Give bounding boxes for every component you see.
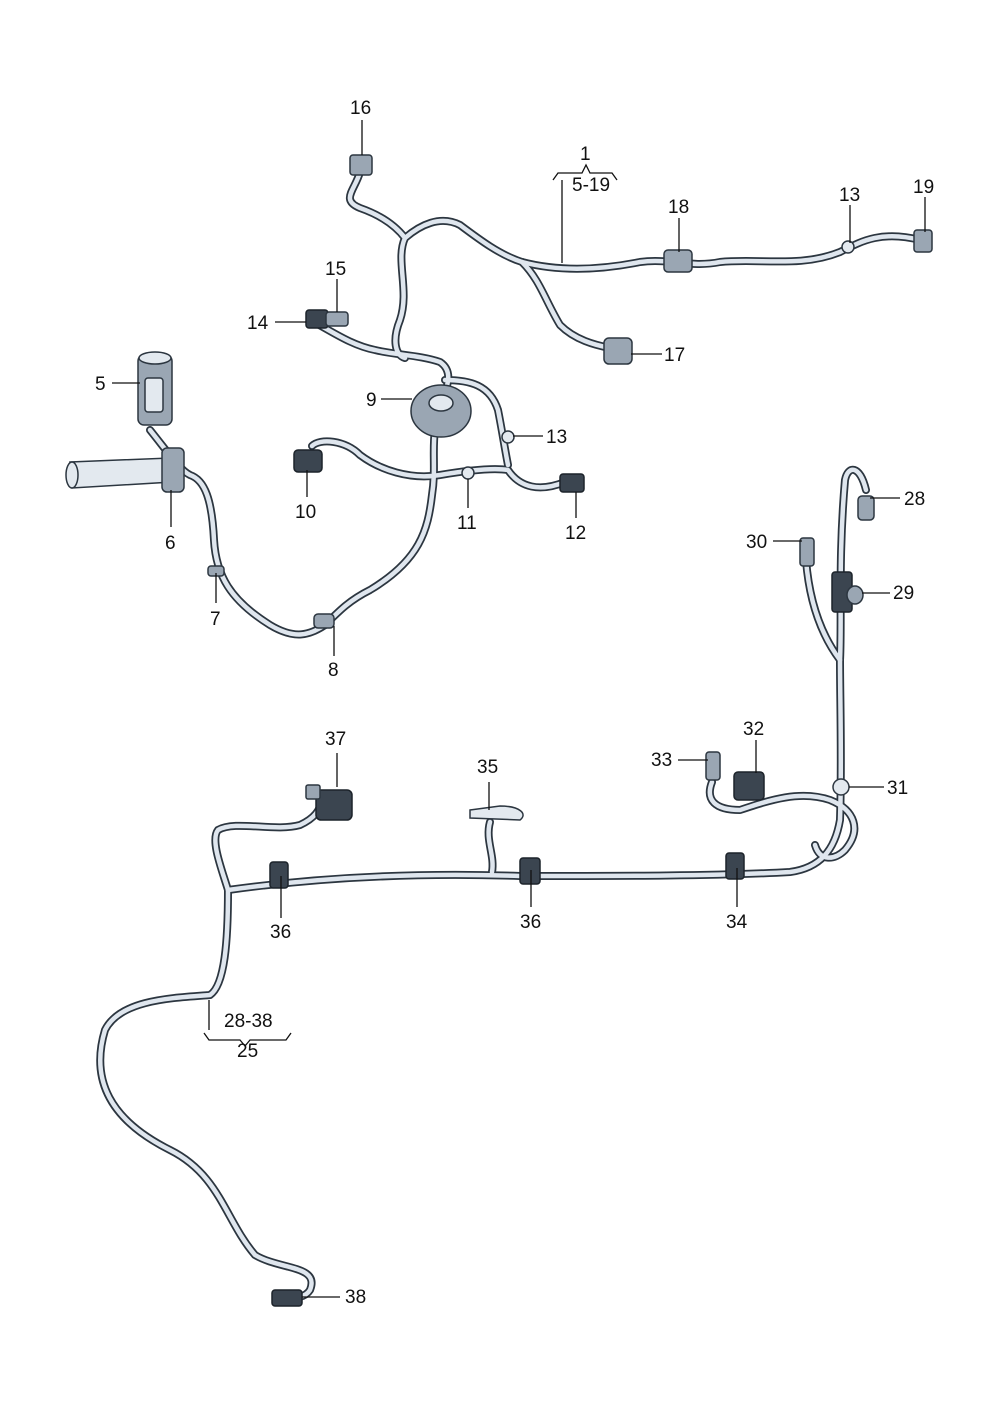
callout-5: 5 xyxy=(95,374,106,395)
connector-18 xyxy=(663,249,693,273)
callout-28-38: 28-38 xyxy=(224,1011,273,1032)
callout-38: 38 xyxy=(345,1287,366,1308)
callout-1: 1 xyxy=(580,144,591,165)
sensor-5 xyxy=(137,351,173,426)
callout-29: 29 xyxy=(893,583,914,604)
connector-33 xyxy=(705,751,721,781)
callout-25: 25 xyxy=(237,1041,258,1062)
clip-11 xyxy=(461,466,475,480)
callout-8: 8 xyxy=(328,660,339,681)
clip-13-upper xyxy=(501,430,515,444)
callout-33: 33 xyxy=(651,750,672,771)
callout-19: 19 xyxy=(913,177,934,198)
callout-14: 14 xyxy=(247,313,269,334)
connector-16 xyxy=(349,154,373,176)
callout-12: 12 xyxy=(565,523,586,544)
upper-harness-wires xyxy=(146,168,924,639)
lower-harness xyxy=(96,465,875,1307)
callout-36-mid: 36 xyxy=(520,912,541,933)
callout-35: 35 xyxy=(477,757,498,778)
callout-15: 15 xyxy=(325,259,346,280)
callout-36-left: 36 xyxy=(270,922,291,943)
callout-30: 30 xyxy=(746,532,767,553)
callout-9: 9 xyxy=(366,390,377,411)
connector-14-15 xyxy=(305,309,349,329)
connector-12 xyxy=(559,473,585,493)
grommet-pipe-6 xyxy=(65,447,185,493)
callout-5-19: 5-19 xyxy=(572,175,610,196)
clip-8 xyxy=(313,613,335,629)
leader-lines xyxy=(112,120,926,1298)
connector-38 xyxy=(271,1289,303,1307)
callout-11: 11 xyxy=(457,513,477,534)
clip-13-right xyxy=(841,240,855,254)
clip-31 xyxy=(832,778,850,796)
connector-17 xyxy=(603,337,633,365)
clip-36-mid xyxy=(519,857,541,885)
callout-13-upper: 13 xyxy=(546,427,567,448)
lower-harness-wires xyxy=(96,465,870,1302)
callout-37: 37 xyxy=(325,729,346,750)
sensor-28 xyxy=(857,495,875,521)
grommet-9 xyxy=(410,384,472,438)
module-32 xyxy=(733,771,765,801)
callout-labels: 16 1 5-19 18 13 19 15 14 17 5 9 13 10 11… xyxy=(95,98,934,1308)
holder-29 xyxy=(831,571,864,613)
connector-30 xyxy=(799,537,815,567)
callout-13-right: 13 xyxy=(839,185,860,206)
callout-10: 10 xyxy=(295,502,316,523)
callout-18: 18 xyxy=(668,197,689,218)
callout-7: 7 xyxy=(210,609,221,630)
upper-harness xyxy=(65,154,933,639)
callout-6: 6 xyxy=(165,533,176,554)
callout-31: 31 xyxy=(887,778,908,799)
callout-17: 17 xyxy=(664,345,685,366)
clip-36-left xyxy=(269,861,289,889)
connector-19 xyxy=(913,229,933,253)
callout-32: 32 xyxy=(743,719,764,740)
connector-10 xyxy=(293,449,323,473)
sensor-37 xyxy=(305,784,353,821)
callout-28: 28 xyxy=(904,489,925,510)
callout-34: 34 xyxy=(726,912,748,933)
callout-16: 16 xyxy=(350,98,371,119)
bracket-35 xyxy=(469,805,524,821)
clip-34 xyxy=(725,852,745,880)
